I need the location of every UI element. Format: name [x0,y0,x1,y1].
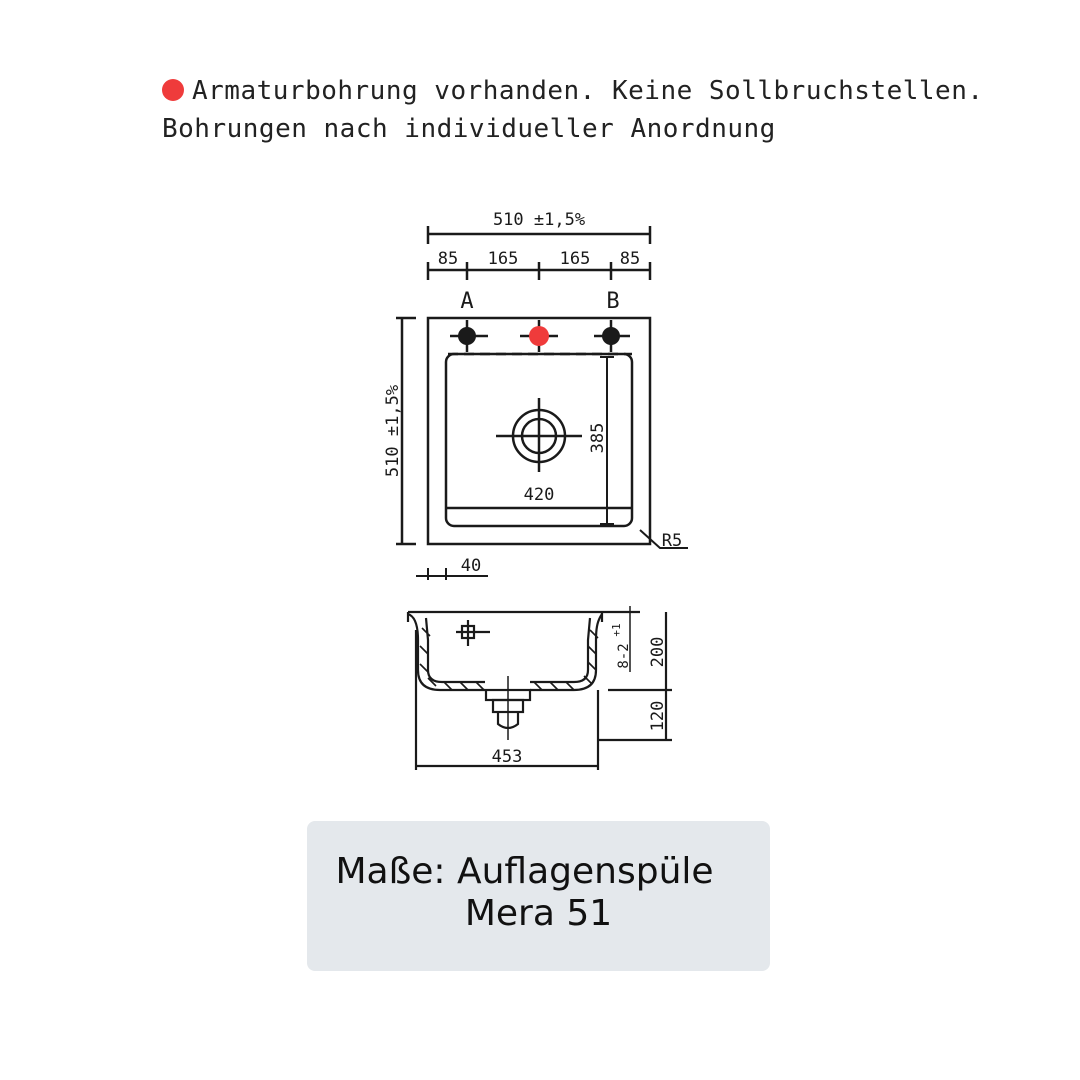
bowl-depth-label: 385 [588,423,608,454]
rim-width-label: 40 [461,556,481,576]
note-line-2: Bohrungen nach individueller Anordnung [162,114,776,144]
top-view [396,226,688,580]
fitting-note: Armaturbohrung vorhanden. Keine Sollbruc… [162,72,984,148]
note-text-1: Armaturbohrung vorhanden. Keine Sollbruc… [192,76,984,106]
basin-inner-left [424,617,485,684]
bottom-width-label: 453 [492,747,523,767]
basin-outer-left [407,612,485,692]
note-line-1: Armaturbohrung vorhanden. Keine Sollbruc… [162,72,984,110]
tap-hole-b [602,327,620,345]
segment-label-2: 165 [488,249,519,269]
segment-label-4: 85 [620,249,640,269]
drain-height-label: 120 [648,701,668,732]
side-hole-box [460,624,476,640]
radius-leader [639,529,688,549]
overall-depth-label: 510 ±1,5% [383,385,403,477]
tap-hole-a [458,327,476,345]
tolerance-label: 8-2 [616,643,632,668]
basin-inner-right [530,617,592,684]
segment-label-3: 165 [560,249,591,269]
overall-width-label: 510 ±1,5% [493,210,585,230]
tap-hole-center [529,326,549,346]
side-view [406,606,672,770]
corner-radius-label: R5 [662,531,682,551]
caption-model: Mera 51 [464,893,613,934]
bowl-width-label: 420 [524,485,555,505]
caption-title: Maße: Auflagenspüle [335,851,714,892]
hole-a-label: A [460,289,473,314]
caption-box: Maße: Auflagenspüle Mera 51 [307,821,770,971]
bowl-outline [444,352,634,528]
basin-hatching [419,627,599,691]
technical-drawing: 510 ±1,5% 85 165 165 85 A B 510 ±1,5% 38… [383,210,688,770]
tolerance-plus-label: +1 [610,623,623,636]
depth-label: 200 [648,637,668,668]
basin-outer-right [530,613,603,692]
hole-b-label: B [606,289,619,314]
segment-label-1: 85 [438,249,458,269]
sink-outline [426,316,652,546]
red-dot-icon [162,79,184,101]
